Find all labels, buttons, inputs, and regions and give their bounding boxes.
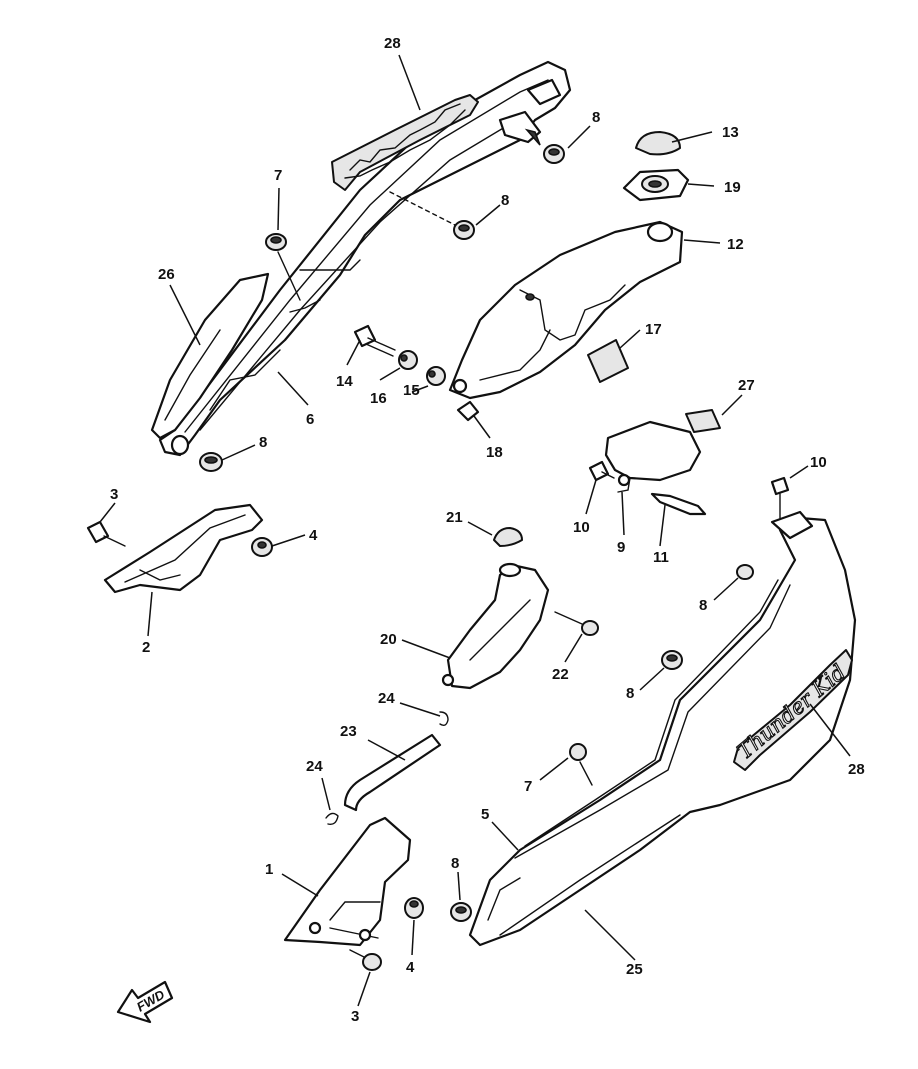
callout-23: 23 [340,723,357,740]
callout-7-upper: 7 [274,167,282,184]
upper-emblem-decal [331,94,479,191]
grommet-8-rc-low [450,902,472,922]
callout-22: 22 [552,666,569,683]
hose-23 [343,733,442,812]
callout-15: 15 [403,382,420,399]
bolt-22 [554,611,599,636]
callout-8-d: 8 [699,597,707,614]
callout-8-a: 8 [592,109,600,126]
callout-18: 18 [486,444,503,461]
callout-16: 16 [370,390,387,407]
callout-3-lower: 3 [351,1008,359,1025]
callout-28-upper: 28 [384,35,401,52]
damper-4-lower [404,897,424,919]
right-side-cover-25 [468,510,857,947]
callout-13: 13 [722,124,739,141]
fwd-arrow: FWD [116,980,174,1024]
cap-21 [493,527,523,547]
grommet-8-rc-mid [661,650,683,670]
collar-16 [398,350,418,370]
screw-3-lower [349,949,382,971]
grommet-8-low [199,452,223,472]
callout-10-right: 10 [810,454,827,471]
clip-24-upper [439,711,449,727]
callout-9: 9 [617,539,625,556]
screw-10-right [770,476,790,519]
callout-6: 6 [306,411,314,428]
callout-2: 2 [142,639,150,656]
callout-26: 26 [158,266,175,283]
callout-19: 19 [724,179,741,196]
grommet-7-rc [569,743,593,786]
callout-20: 20 [380,631,397,648]
reservoir-20 [441,562,550,690]
callout-10-left: 10 [573,519,590,536]
callout-1: 1 [265,861,273,878]
grommet-8-top [543,144,565,164]
tail-piece-9 [604,420,702,493]
callout-4-upper: 4 [309,527,318,544]
clip-18 [456,400,480,422]
grommet-holder-19 [622,168,690,202]
callout-27: 27 [738,377,755,394]
tank-cover-12 [448,220,684,400]
grommet-7-upper [265,233,287,251]
decal-17 [587,339,629,383]
callout-7-lower: 7 [524,778,532,795]
damper-4-upper [251,537,273,557]
callout-12: 12 [727,236,744,253]
callout-17: 17 [645,321,662,338]
strap-11 [650,492,707,516]
screw-10-left [588,460,615,482]
damper-15 [426,366,446,386]
grommet-8-rc-top [736,564,754,580]
left-side-cover [150,272,270,440]
clip-24-lower [325,812,339,826]
callout-28-lower: 28 [848,761,865,778]
callout-8-c: 8 [259,434,267,451]
grommet-8-mid [453,220,475,240]
bracket-2 [103,503,264,594]
callout-8-e: 8 [626,685,634,702]
tab-27 [685,409,721,433]
screw-3-upper [86,520,126,547]
callout-5: 5 [481,806,489,823]
callout-24-upper: 24 [378,690,395,707]
bracket-1 [283,816,412,947]
callout-8-f: 8 [451,855,459,872]
callout-8-b: 8 [501,192,509,209]
bolt-14 [353,324,396,357]
callouts: 28 8 13 19 7 8 12 26 17 14 16 15 6 18 8 … [110,35,865,1025]
callout-3-upper: 3 [110,486,118,503]
callout-25: 25 [626,961,643,978]
callout-21: 21 [446,509,463,526]
callout-14: 14 [336,373,353,390]
callout-11: 11 [653,549,669,566]
leader-lines [99,54,851,1007]
callout-24-lower: 24 [306,758,323,775]
callout-4-lower: 4 [406,959,415,976]
seat-rail-frame [158,60,572,457]
cap-13 [635,131,681,156]
